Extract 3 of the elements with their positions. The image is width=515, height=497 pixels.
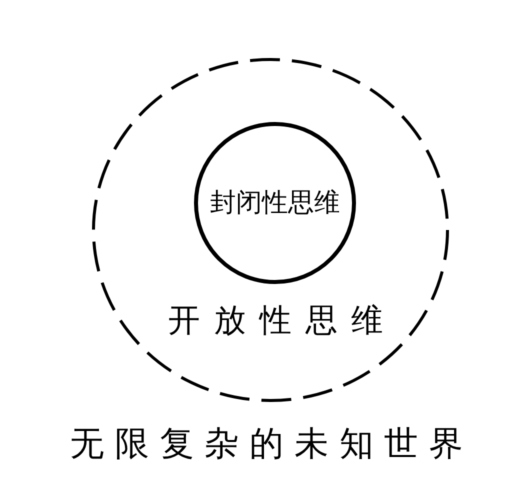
- circle-label: 封闭性思维: [210, 190, 340, 216]
- world-label: 无限复杂的未知世界: [70, 427, 463, 461]
- circle-label: 开放性思维: [168, 304, 383, 336]
